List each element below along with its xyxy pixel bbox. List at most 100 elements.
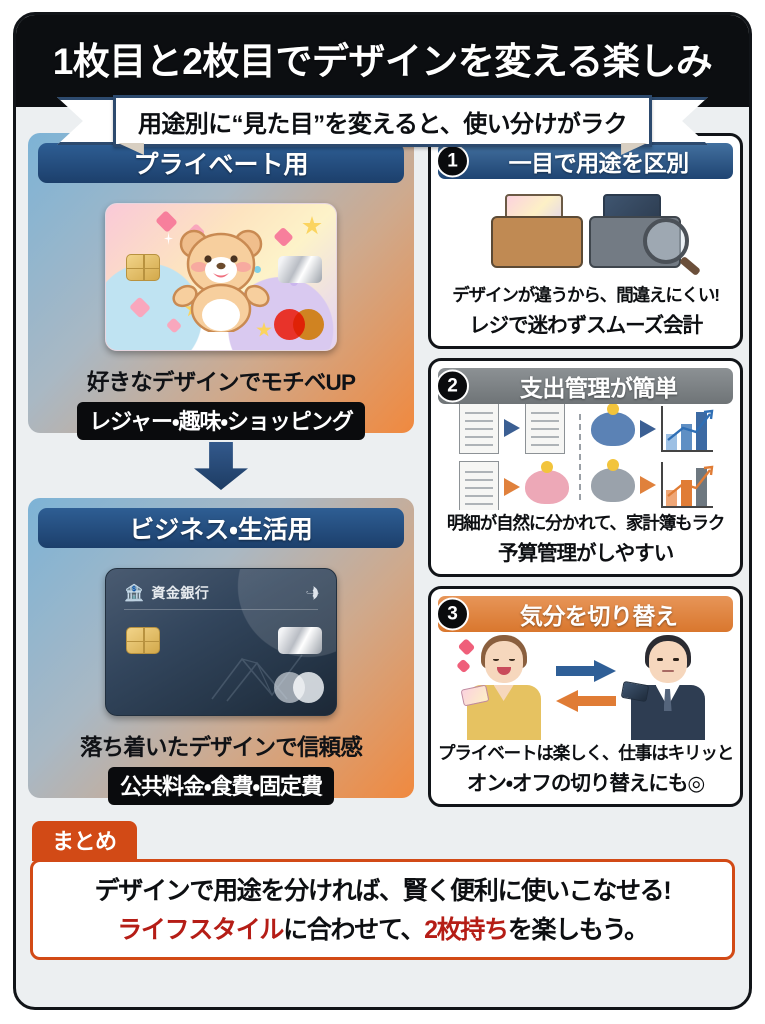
arrow-right-icon [503, 477, 520, 496]
dashed-divider [578, 414, 581, 500]
benefit-2-caption-line2: 予算管理がしやすい [497, 542, 674, 565]
summary-plain-1: に合わせて、 [283, 916, 425, 944]
heart-icon [273, 226, 294, 248]
businessman-figure-icon [620, 632, 714, 740]
mastercard-logo-icon [274, 309, 324, 340]
heart-icon [129, 296, 151, 319]
ribbon-tail-right [646, 97, 708, 145]
piggybank-blue-icon [590, 412, 635, 446]
benefit-2-caption-line1: 明細が自然に分かれて、家計簿もラク [446, 513, 726, 533]
business-card-held [620, 680, 649, 703]
benefit-1-heading: 一目で用途を区別 [508, 150, 690, 176]
receipts-piggybanks-charts-illustration [438, 404, 733, 510]
wallet-body [490, 215, 583, 268]
ribbon-tail-left [56, 97, 119, 145]
panel-business-caption: 落ち着いたデザインで信頼感 [79, 735, 363, 760]
benefit-panel-2: 2 支出管理が簡単 [428, 358, 744, 577]
geometric-pattern [211, 654, 303, 702]
benefit-3-caption-line1: プライベートは楽しく、仕事はキリッと [438, 743, 734, 763]
benefit-3-header: 3 気分を切り替え [436, 596, 734, 632]
sparkle-icon [164, 232, 173, 245]
content-body: プライベート用 [16, 107, 749, 807]
page-title: 1枚目と2枚目でデザインを変える楽しみ [52, 41, 713, 82]
contactless-icon: ☂ [302, 585, 322, 601]
bank-icon: 🏦 [124, 585, 145, 602]
panel-private-tag: レジャー・趣味・ショッピング [77, 402, 365, 440]
bar-chart-orange-icon [660, 462, 713, 508]
summary-plain-2: を楽しもう。 [507, 916, 649, 944]
arrow-right-icon [639, 476, 656, 494]
receipt-icon [458, 460, 499, 510]
credit-card-business: 🏦 資金銀行 ☂ [105, 568, 337, 716]
wallets-with-magnifier-illustration [438, 193, 733, 268]
benefit-3-art [438, 632, 733, 740]
bear-mascot-icon [172, 229, 270, 332]
panel-business-heading: ビジネス・生活用 [129, 516, 313, 544]
summary-tab-label: まとめ [32, 821, 137, 861]
main-card: 1枚目と2枚目でデザインを変える楽しみ 用途別に“見た目”を変えると、使い分けが… [13, 12, 752, 1010]
benefit-3-caption-line2: オン・オフの切り替えにも◎ [466, 772, 705, 795]
receipt-icon [458, 404, 499, 454]
benefit-1-caption-line2: レジで迷わずスムーズ会計 [469, 314, 703, 337]
ribbon-label: 用途別に“見た目”を変えると、使い分けがラク [137, 110, 628, 138]
woman-figure-icon [455, 632, 550, 740]
benefit-3-number-badge: 3 [436, 597, 469, 631]
header-bar: 1枚目と2枚目でデザインを変える楽しみ [16, 15, 749, 107]
ribbon-body: 用途別に“見た目”を変えると、使い分けがラク [112, 95, 653, 155]
benefit-panel-1: 1 一目で用途を区別 [428, 133, 744, 349]
benefit-2-header: 2 支出管理が簡単 [436, 368, 734, 404]
benefit-1-number-badge: 1 [436, 144, 469, 178]
card-chip-icon [126, 627, 160, 654]
bank-name-row: 🏦 資金銀行 [124, 583, 209, 603]
benefit-2-art [438, 404, 733, 510]
card-divider [124, 609, 318, 610]
panel-business: ビジネス・生活用 🏦 資金銀行 ☂ [28, 498, 414, 805]
dot-icon [254, 266, 261, 273]
benefit-1-header: 1 一目で用途を区別 [436, 143, 734, 179]
panel-private-caption: 好きなデザインでモチベUP [86, 370, 356, 395]
arrow-left-icon [555, 690, 616, 712]
benefit-3-caption: プライベートは楽しく、仕事はキリッと オン・オフの切り替えにも◎ [438, 740, 734, 798]
bar-chart-blue-icon [660, 406, 713, 452]
panel-business-tag-row: 公共料金・食費・固定費 [38, 762, 404, 805]
benefit-3-heading: 気分を切り替え [519, 603, 678, 629]
mastercard-logo-mono-icon [274, 672, 324, 703]
benefit-2-number-badge: 2 [436, 369, 469, 403]
benefit-1-caption: デザインが違うから、間違えにくい! レジで迷わずスムーズ会計 [438, 282, 733, 340]
benefit-2-caption: 明細が自然に分かれて、家計簿もラク 予算管理がしやすい [438, 510, 733, 568]
benefit-1-art [438, 179, 733, 282]
panel-private-tag-row: レジャー・趣味・ショッピング [38, 397, 404, 440]
hologram-icon [278, 627, 322, 654]
face [648, 641, 687, 683]
panel-business-header: ビジネス・生活用 [38, 508, 404, 548]
summary-highlight-1: ライフスタイル [117, 916, 284, 944]
benefit-panel-3: 3 気分を切り替え [428, 586, 744, 807]
benefit-1-caption-line1: デザインが違うから、間違えにくい! [452, 285, 720, 305]
summary-box: デザインで用途を分ければ、賢く便利に使いこなせる! ライフスタイルに合わせて、2… [30, 859, 735, 960]
arrow-right-icon [639, 420, 656, 438]
heart-icon [457, 638, 475, 656]
summary-section: まとめ デザインで用途を分ければ、賢く便利に使いこなせる! ライフスタイルに合わ… [30, 821, 735, 960]
piggybank-pink-icon [524, 469, 569, 504]
panel-business-tag: 公共料金・食費・固定費 [108, 767, 334, 805]
benefit-2-heading: 支出管理が簡単 [519, 375, 678, 401]
business-card-stage: 🏦 資金銀行 ☂ [38, 556, 404, 728]
credit-card-private [105, 203, 337, 351]
panel-private-heading: プライベート用 [133, 151, 309, 179]
wallet-gray-icon [588, 193, 689, 268]
summary-line-1: デザインで用途を分ければ、賢く便利に使いこなせる! [94, 877, 672, 905]
magnifier-icon [642, 217, 689, 264]
face [484, 641, 523, 683]
star-icon [302, 216, 322, 235]
ribbon-banner: 用途別に“見た目”を変えると、使い分けがラク [16, 93, 749, 155]
right-column: 1 一目で用途を区別 [424, 133, 744, 807]
left-column: プライベート用 [28, 133, 414, 807]
panel-private-header: プライベート用 [38, 143, 404, 183]
hologram-icon [278, 256, 322, 283]
arrow-right-icon [555, 660, 616, 682]
card-chip-icon [126, 254, 160, 281]
heart-icon [455, 658, 471, 674]
receipt-icon [524, 404, 565, 454]
mood-switch-illustration [438, 632, 733, 740]
